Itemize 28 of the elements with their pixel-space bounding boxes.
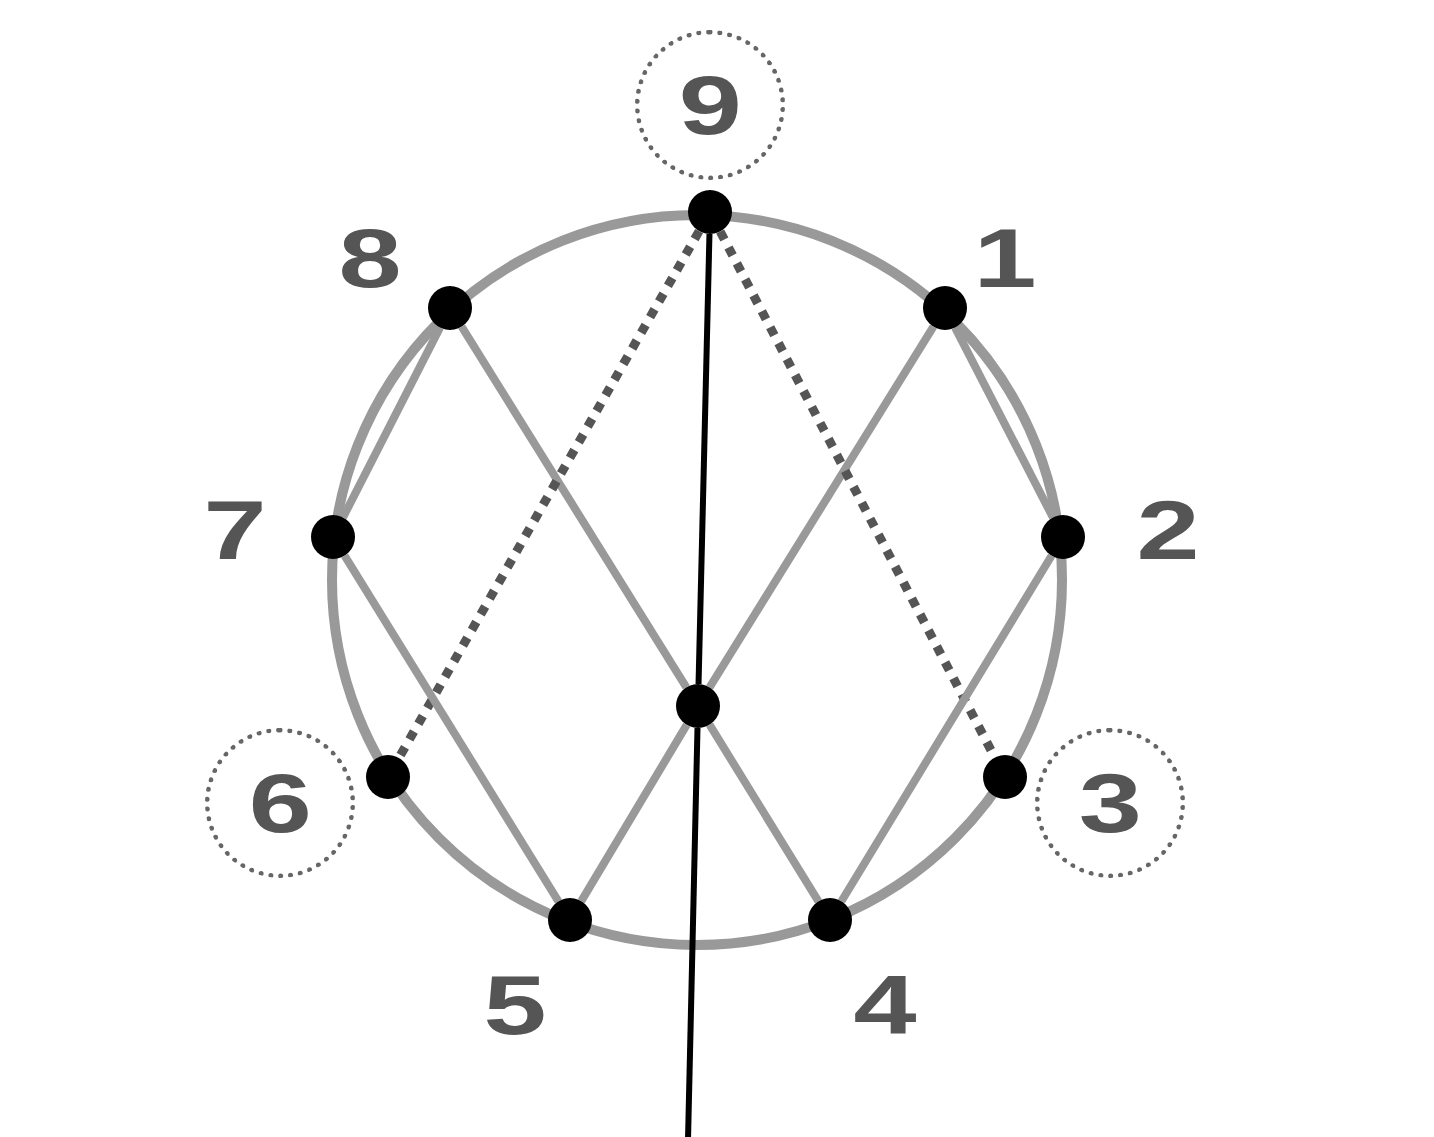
number-label: 7 [203, 488, 267, 572]
point-dot [366, 755, 410, 799]
line [695, 233, 713, 685]
point-dot [1041, 515, 1085, 559]
number-label: 4 [853, 963, 917, 1047]
point-dot [428, 286, 472, 330]
number-label: 5 [483, 963, 547, 1047]
line [341, 553, 562, 904]
line [577, 722, 691, 904]
point-dot [676, 684, 720, 728]
point-dot [923, 286, 967, 330]
point-dot [688, 190, 732, 234]
number-circle: 3 [1035, 728, 1185, 878]
number-label: 1 [973, 216, 1037, 300]
number-label: 2 [1136, 488, 1200, 572]
line [706, 324, 937, 690]
point-dot [311, 515, 355, 559]
point-dot [983, 755, 1027, 799]
point-dot [808, 898, 852, 942]
line [685, 727, 701, 1137]
line [706, 722, 822, 904]
number-circle: 9 [635, 30, 785, 180]
line [339, 325, 444, 520]
number-label: 8 [338, 216, 402, 300]
line [838, 553, 1055, 904]
number-circle: 6 [205, 728, 355, 878]
line [458, 324, 690, 690]
point-dot [548, 898, 592, 942]
